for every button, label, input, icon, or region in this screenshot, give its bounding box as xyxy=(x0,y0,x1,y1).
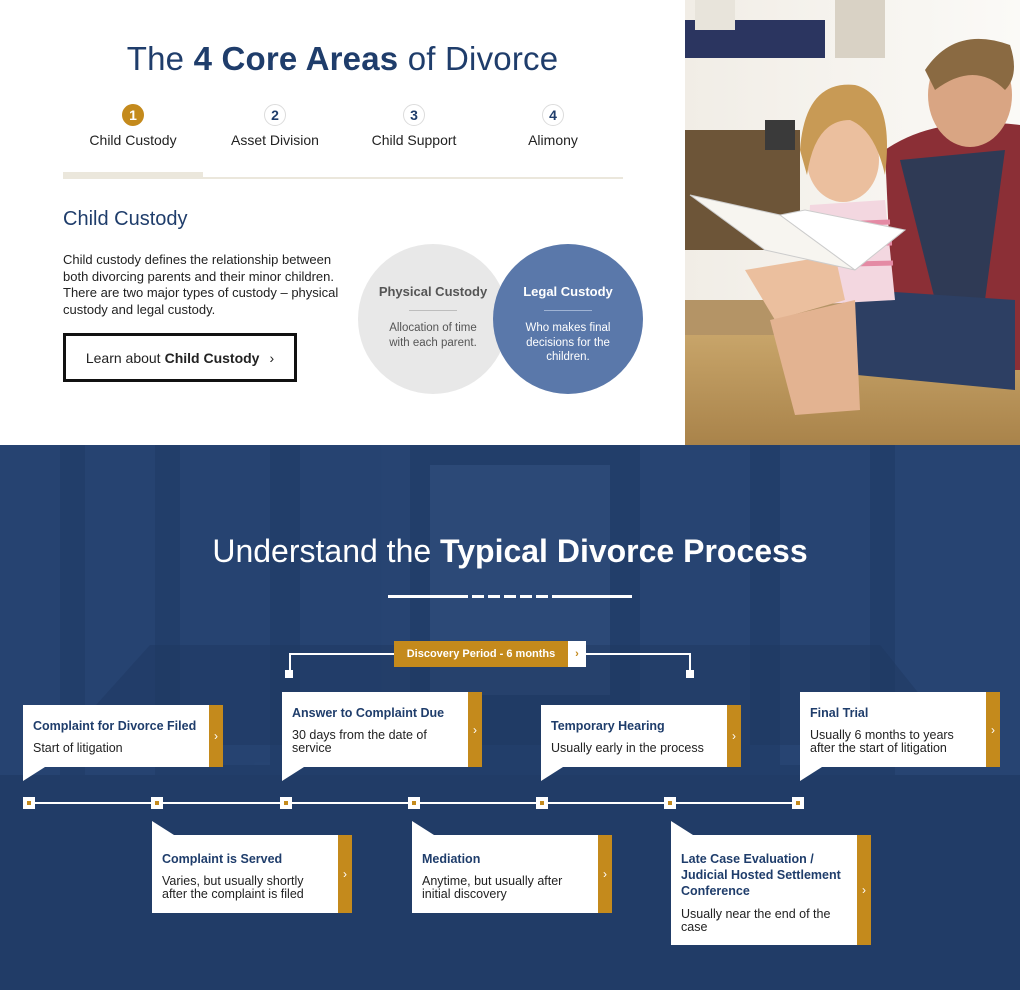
chevron-right-icon: › xyxy=(857,835,871,945)
tab-number: 2 xyxy=(264,104,286,126)
step-description: Usually early in the process xyxy=(551,741,704,755)
step-description: Anytime, but usually after initial disco… xyxy=(422,874,563,901)
circle-title: Physical Custody xyxy=(378,284,488,299)
chevron-right-icon: › xyxy=(568,641,586,667)
tab-label: Alimony xyxy=(528,132,578,148)
core-areas-section: The 4 Core Areas of Divorce 1 Child Cust… xyxy=(0,0,1020,445)
tab-child-support[interactable]: 3 Child Support xyxy=(344,104,484,148)
step-title: Late Case Evaluation / Judicial Hosted S… xyxy=(681,852,841,898)
step-card-late-case-evaluation[interactable]: Late Case Evaluation / Judicial Hosted S… xyxy=(671,835,871,945)
core-tabs: 1 Child Custody 2 Asset Division 3 Child… xyxy=(63,104,623,180)
timeline-node xyxy=(151,797,163,809)
tab-alimony[interactable]: 4 Alimony xyxy=(483,104,623,148)
timeline-node xyxy=(280,797,292,809)
step-title: Temporary Hearing xyxy=(551,719,665,733)
section-heading: Child Custody xyxy=(63,208,188,230)
step-card-final-trial[interactable]: Final Trial Usually 6 months to years af… xyxy=(800,692,1000,767)
timeline-node xyxy=(792,797,804,809)
tab-label: Child Custody xyxy=(89,132,177,148)
chevron-right-icon: › xyxy=(727,705,741,767)
tab-label: Child Support xyxy=(371,132,457,148)
timeline-node xyxy=(23,797,35,809)
chevron-right-icon: › xyxy=(209,705,223,767)
circle-description: Who makes final decisions for the childr… xyxy=(525,322,611,363)
title-part: The xyxy=(126,40,194,77)
tab-number: 1 xyxy=(122,104,144,126)
step-title: Final Trial xyxy=(810,706,869,720)
discovery-label: Discovery Period - 6 months xyxy=(406,648,556,660)
card-pointer xyxy=(23,767,45,781)
card-pointer xyxy=(282,767,304,781)
step-title: Mediation xyxy=(422,852,481,866)
step-description: Usually 6 months to years after the star… xyxy=(810,728,954,755)
core-areas-title: The 4 Core Areas of Divorce xyxy=(0,40,685,78)
circle-description: Allocation of time with each parent. xyxy=(389,322,477,349)
step-title: Complaint is Served xyxy=(162,852,283,866)
circle-divider xyxy=(544,310,592,311)
divorce-process-section: Understand the Typical Divorce Process D… xyxy=(0,445,1020,990)
section-description: Child custody defines the relationship b… xyxy=(63,252,339,317)
step-card-mediation[interactable]: Mediation Anytime, but usually after ini… xyxy=(412,835,612,913)
timeline-node xyxy=(408,797,420,809)
step-title: Complaint for Divorce Filed xyxy=(33,719,197,733)
timeline-node xyxy=(536,797,548,809)
step-card-temporary-hearing[interactable]: Temporary Hearing Usually early in the p… xyxy=(541,705,741,767)
discovery-bracket-left xyxy=(289,653,394,673)
circle-divider xyxy=(409,310,457,311)
learn-child-custody-button[interactable]: Learn about Child Custody › xyxy=(63,333,297,382)
bracket-end-marker xyxy=(686,670,694,678)
chevron-right-icon: › xyxy=(986,692,1000,767)
timeline-node xyxy=(664,797,676,809)
chevron-right-icon: › xyxy=(338,835,352,913)
learn-button-bold: Child Custody xyxy=(164,349,260,366)
step-title: Answer to Complaint Due xyxy=(292,706,445,720)
chevron-right-icon: › xyxy=(269,349,275,366)
custody-venn-diagram: Physical Custody Allocation of time with… xyxy=(358,244,648,396)
discovery-bracket-right xyxy=(586,653,691,673)
discovery-period-button[interactable]: Discovery Period - 6 months › xyxy=(394,641,586,667)
card-pointer xyxy=(800,767,822,781)
learn-button-label: Learn about xyxy=(85,349,161,366)
step-description: Start of litigation xyxy=(33,741,123,755)
tab-number: 4 xyxy=(542,104,564,126)
card-pointer xyxy=(541,767,563,781)
photo-illustration xyxy=(685,0,1020,445)
title-decoration xyxy=(388,595,632,598)
tab-number: 3 xyxy=(403,104,425,126)
title-part: Understand the xyxy=(212,533,441,569)
card-pointer xyxy=(152,821,174,835)
step-description: Usually near the end of the case xyxy=(681,907,831,934)
physical-custody-circle: Physical Custody Allocation of time with… xyxy=(358,244,508,394)
step-card-complaint-filed[interactable]: Complaint for Divorce Filed Start of lit… xyxy=(23,705,223,767)
step-card-answer-due[interactable]: Answer to Complaint Due 30 days from the… xyxy=(282,692,482,767)
tab-child-custody[interactable]: 1 Child Custody xyxy=(63,104,203,148)
title-bold: Typical Divorce Process xyxy=(440,533,808,569)
tab-asset-division[interactable]: 2 Asset Division xyxy=(205,104,345,148)
legal-custody-circle: Legal Custody Who makes final decisions … xyxy=(493,244,643,394)
card-pointer xyxy=(412,821,434,835)
step-description: 30 days from the date of service xyxy=(292,728,427,755)
bracket-end-marker xyxy=(285,670,293,678)
step-description: Varies, but usually shortly after the co… xyxy=(162,874,304,901)
step-card-complaint-served[interactable]: Complaint is Served Varies, but usually … xyxy=(152,835,352,913)
title-part: of Divorce xyxy=(398,40,559,77)
father-daughter-photo xyxy=(685,0,1020,445)
chevron-right-icon: › xyxy=(468,692,482,767)
circle-title: Legal Custody xyxy=(523,284,613,299)
card-pointer xyxy=(671,821,693,835)
process-title: Understand the Typical Divorce Process xyxy=(0,533,1020,570)
title-bold: 4 Core Areas xyxy=(193,40,399,77)
chevron-right-icon: › xyxy=(598,835,612,913)
tabs-divider xyxy=(63,177,623,179)
tab-label: Asset Division xyxy=(231,132,319,148)
active-tab-indicator xyxy=(63,172,203,179)
